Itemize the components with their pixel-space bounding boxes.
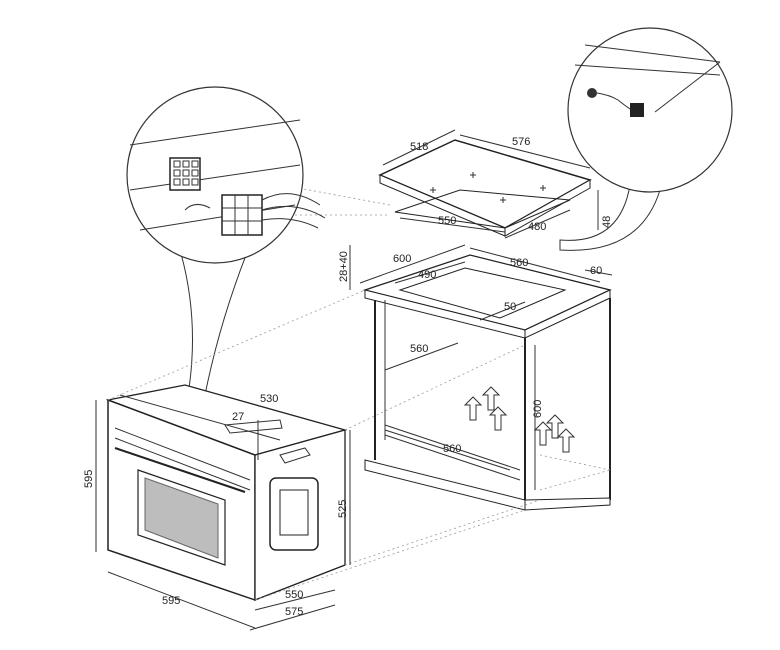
socket-icon: [169, 157, 201, 191]
dim-oven-body-height: 525: [337, 500, 349, 518]
dim-counter-depth: 600: [393, 253, 411, 265]
dim-cutout-depth: 480: [528, 221, 546, 233]
connector-detail-circle: [126, 86, 304, 264]
oven: [105, 384, 348, 602]
dim-cabinet-width-top: 560: [510, 257, 528, 269]
dim-oven-height: 595: [83, 470, 95, 488]
dim-cabinet-depth: 560: [410, 343, 428, 355]
airflow-arrows: [463, 386, 576, 453]
dim-cabinet-height: 600: [532, 400, 544, 418]
cable-detail-circle: [567, 27, 733, 193]
dim-cutout-width: 550: [438, 215, 456, 227]
plug-icon: [221, 193, 326, 236]
cable-detail-callout: [559, 27, 733, 251]
dimension-lines: [95, 129, 613, 631]
dim-oven-body-width: 550: [285, 589, 303, 601]
cable-plug-icon: [587, 88, 644, 117]
dim-counter-thickness: 28+40: [338, 251, 350, 282]
arrow-icon: [184, 204, 211, 211]
dim-oven-front-offset: 27: [232, 411, 244, 423]
dim-oven-width: 595: [162, 595, 180, 607]
cabinet: [362, 254, 612, 511]
dim-cooktop-width: 576: [512, 136, 530, 148]
projection-lines: [107, 289, 541, 601]
dim-oven-front-width: 575: [285, 606, 303, 618]
dim-front-gap: 50: [504, 301, 516, 313]
dim-cutout-depth-top: 490: [418, 269, 436, 281]
dim-rear-gap: 60: [590, 265, 602, 277]
connector-detail-callout: [126, 86, 391, 396]
dim-cooktop-height: 48: [601, 216, 613, 228]
dim-cabinet-width-bottom: 560: [443, 443, 461, 455]
dim-oven-depth: 530: [260, 393, 278, 405]
dim-cooktop-depth: 518: [410, 141, 428, 153]
cooktop: [378, 139, 592, 237]
